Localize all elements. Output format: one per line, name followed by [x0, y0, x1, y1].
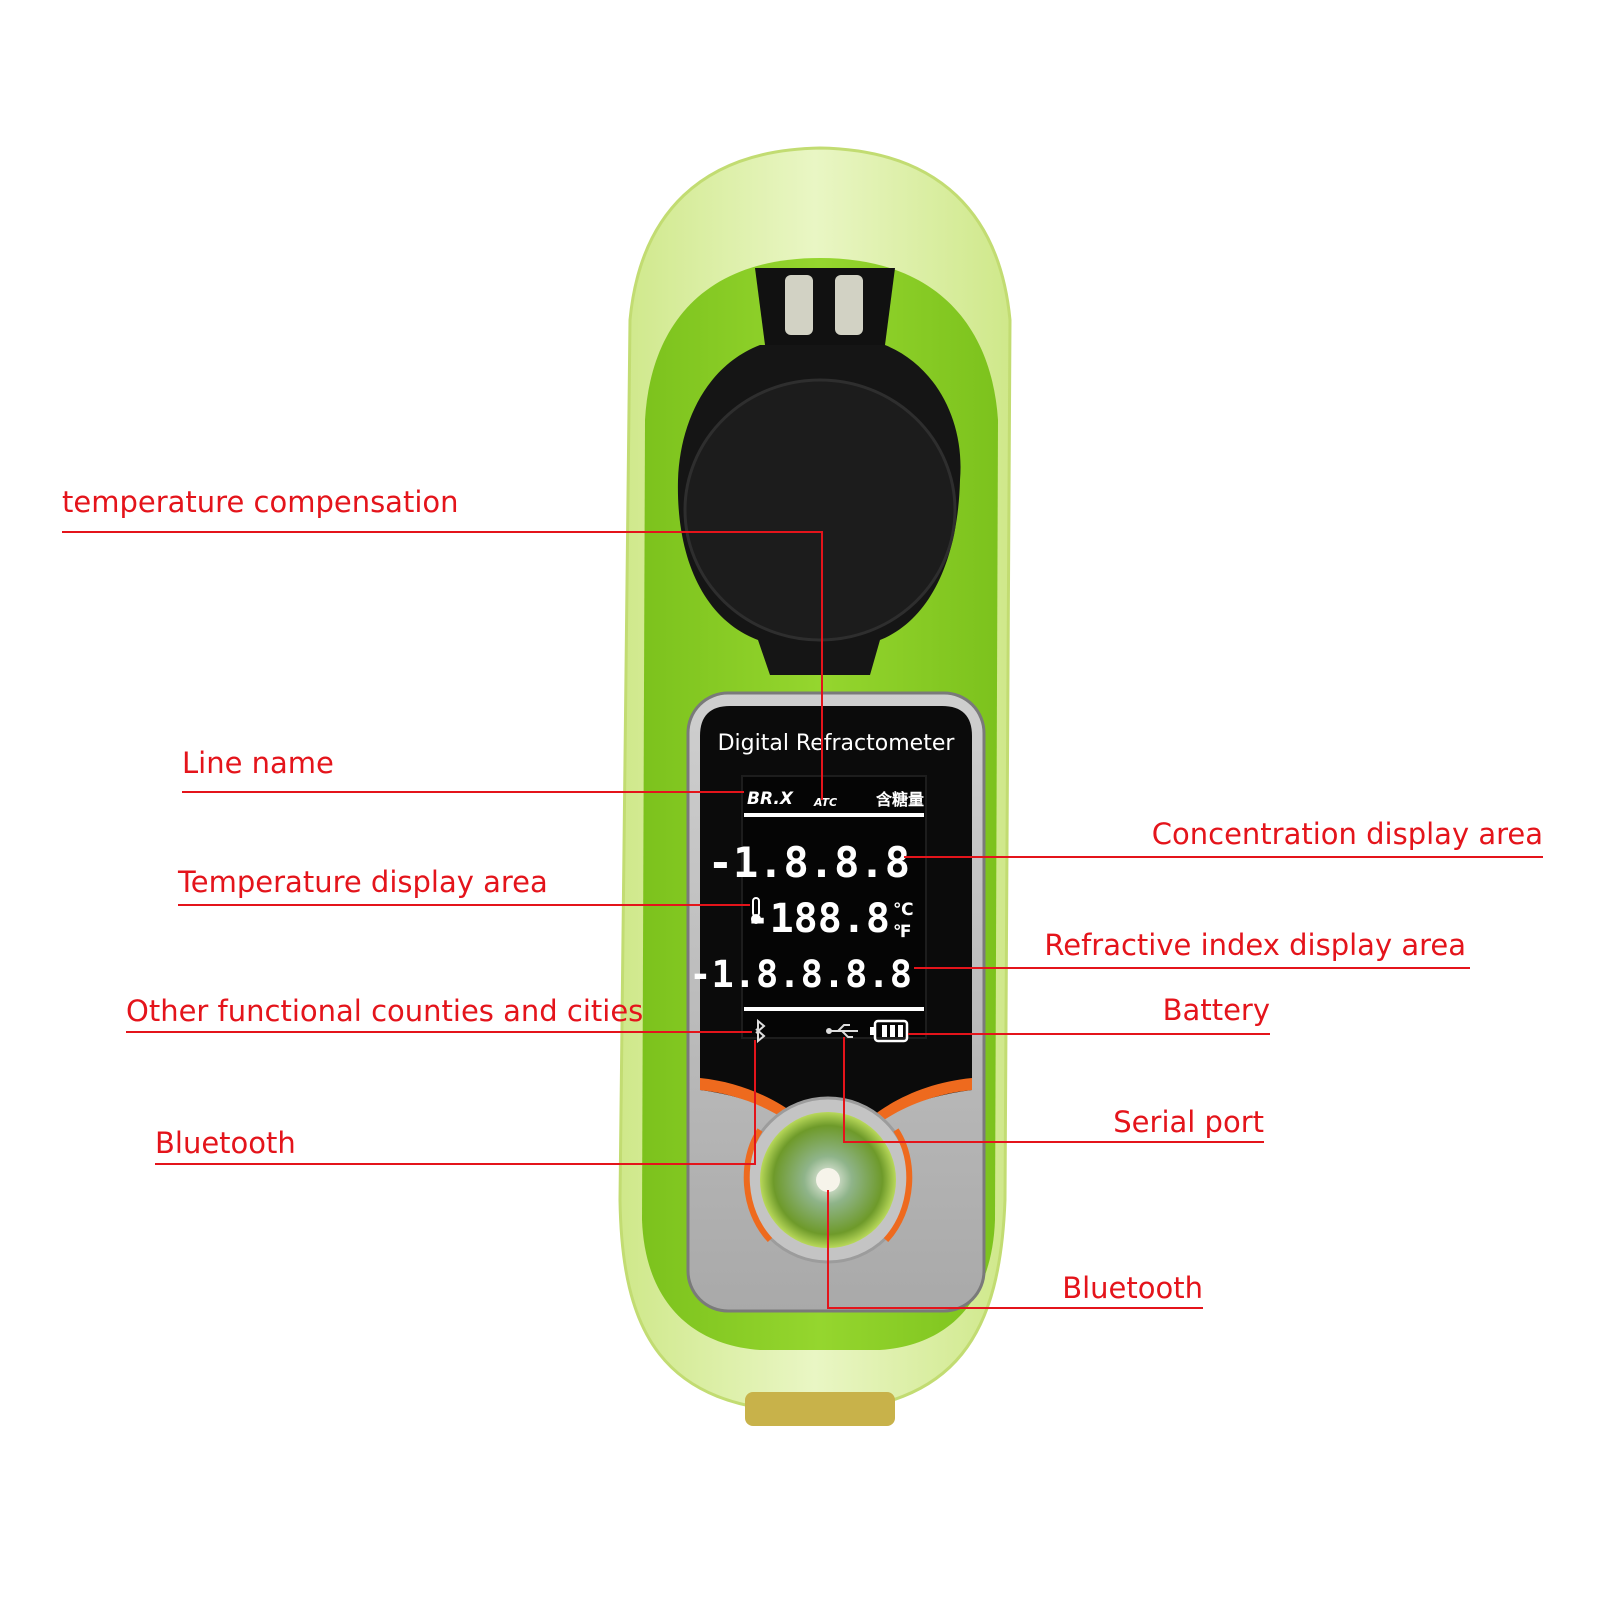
orange-accent-left — [700, 1078, 800, 1126]
base-rim — [745, 1392, 895, 1426]
callout-other-functional: Other functional counties and cities — [126, 994, 644, 1028]
battery-icon — [870, 1019, 909, 1043]
lcd-concentration: -1.8.8.8 — [708, 838, 910, 887]
panel-title: Digital Refractometer — [718, 731, 956, 756]
callout-battery: Battery — [1162, 993, 1270, 1027]
lcd-temperature: -188.8 — [746, 896, 891, 942]
lcd-unit-celsius: ℃ — [893, 900, 914, 920]
leader-temperature-compensation — [62, 531, 823, 800]
lcd-line-name: BR.X — [747, 789, 794, 809]
orange-accent-right — [870, 1078, 972, 1126]
leader-bluetooth-left — [155, 1040, 756, 1165]
callout-refractive-index-display-area: Refractive index display area — [1044, 928, 1466, 962]
lcd-unit-fahrenheit: ℉ — [893, 922, 911, 942]
lcd-top-rule — [744, 813, 924, 817]
lid-cap — [683, 378, 957, 642]
lcd-refractive-index: -1.8.8.8.8 — [689, 953, 912, 996]
callout-temperature-display-area: Temperature display area — [178, 865, 548, 899]
usb-icon — [826, 1024, 858, 1038]
lcd-unit-label: 含糖量 — [876, 790, 924, 809]
callout-temperature-compensation: temperature compensation — [62, 485, 459, 519]
lcd-screen — [741, 775, 927, 1039]
lid-hinge — [755, 268, 895, 345]
callout-line-name: Line name — [182, 746, 334, 780]
callout-serial-port: Serial port — [1113, 1105, 1264, 1139]
callout-bluetooth-right: Bluetooth — [1062, 1271, 1203, 1305]
hinge-window-right — [835, 275, 863, 335]
thermometer-icon — [751, 897, 761, 924]
hinge-window-left — [785, 275, 813, 335]
lcd-atc: ATC — [813, 796, 837, 809]
leader-bluetooth-right — [827, 1190, 1203, 1309]
callout-concentration-display-area: Concentration display area — [1151, 817, 1543, 851]
leader-lines — [62, 531, 1543, 1309]
leader-serial-port — [843, 1037, 1264, 1143]
orange-arc-right — [883, 1128, 913, 1243]
lcd-bottom-rule — [744, 1007, 924, 1011]
bluetooth-icon — [755, 1018, 766, 1044]
prism-center — [816, 1168, 840, 1192]
callout-bluetooth-left: Bluetooth — [155, 1126, 296, 1160]
